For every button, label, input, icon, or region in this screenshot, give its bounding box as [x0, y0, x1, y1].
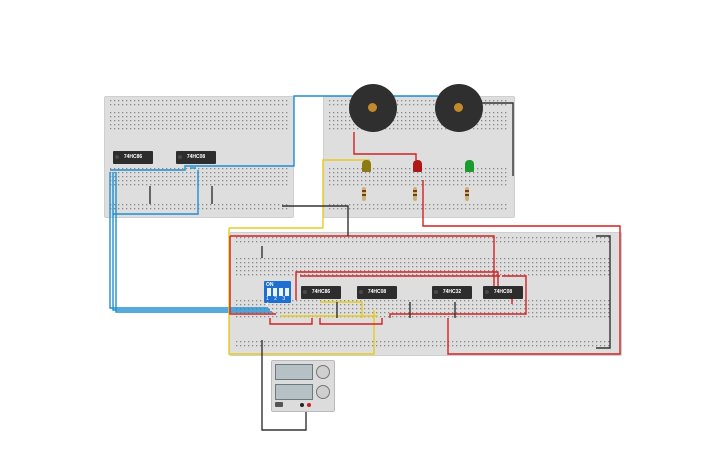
- holes-tl-upper: [110, 112, 288, 130]
- wire-yellow-3[interactable]: [228, 228, 375, 355]
- holes-main-rail-top: [236, 237, 610, 243]
- wire-red-1[interactable]: [353, 132, 417, 160]
- holes-tr-rail-bottom: [329, 204, 507, 210]
- ic-chip-e[interactable]: 74HC32: [432, 286, 472, 299]
- buzzer-left[interactable]: [349, 84, 397, 132]
- negative-terminal[interactable]: [300, 403, 304, 407]
- voltage-knob[interactable]: [316, 365, 330, 379]
- holes-main-lower: [236, 300, 610, 318]
- wire-red-8[interactable]: [389, 275, 527, 318]
- wire-blue-3[interactable]: [115, 172, 272, 313]
- breadboard-main: [229, 232, 622, 356]
- dip-toggle-4[interactable]: [285, 288, 289, 296]
- dip-toggle-3[interactable]: [279, 288, 283, 296]
- ic-chip-a[interactable]: 74HC86: [113, 151, 153, 164]
- holes-main-rail-bottom: [236, 341, 610, 347]
- holes-tl-lower: [110, 168, 288, 186]
- wire-blue-1[interactable]: [109, 172, 268, 309]
- holes-main-upper: [236, 258, 610, 276]
- wire-red-5[interactable]: [295, 271, 499, 300]
- wire-yellow-4[interactable]: [320, 301, 363, 318]
- holes-tr-lower: [329, 168, 507, 186]
- wire-red-4[interactable]: [230, 235, 495, 286]
- wire-red-2[interactable]: [422, 180, 621, 355]
- voltage-display: [275, 364, 313, 380]
- dip-toggle-2[interactable]: [273, 288, 277, 296]
- current-knob[interactable]: [316, 385, 330, 399]
- dip-toggle-1[interactable]: [267, 288, 271, 296]
- current-display: [275, 384, 313, 400]
- power-supply[interactable]: [271, 360, 335, 412]
- holes-tl-rail-top: [110, 100, 288, 106]
- wire-blue-5[interactable]: [113, 170, 199, 215]
- led-red[interactable]: [413, 160, 422, 172]
- dip-on-label: ON: [266, 282, 274, 288]
- resistor-1[interactable]: [362, 187, 366, 201]
- buzzer-right[interactable]: [435, 84, 483, 132]
- ic-chip-b[interactable]: 74HC08: [176, 151, 216, 164]
- wire-red-6[interactable]: [269, 318, 313, 325]
- led-green[interactable]: [465, 160, 474, 172]
- positive-terminal[interactable]: [307, 403, 311, 407]
- led-olive[interactable]: [362, 160, 371, 172]
- dip-position-numbers: 1 2 3 4: [266, 296, 288, 308]
- ic-chip-c[interactable]: 74HC86: [301, 286, 341, 299]
- ic-chip-f[interactable]: 74HC08: [483, 286, 523, 299]
- wire-black-1[interactable]: [473, 102, 514, 176]
- dip-switch[interactable]: ON 1 2 3 4: [264, 281, 291, 308]
- wire-red-3[interactable]: [229, 236, 276, 315]
- ic-chip-d[interactable]: 74HC08: [357, 286, 397, 299]
- resistor-2[interactable]: [413, 187, 417, 201]
- power-switch[interactable]: [275, 402, 283, 407]
- wire-black-2[interactable]: [282, 205, 349, 236]
- wire-blue-4[interactable]: [110, 165, 292, 171]
- resistor-3[interactable]: [465, 187, 469, 201]
- wire-red-7[interactable]: [319, 318, 383, 325]
- wire-black-4[interactable]: [261, 340, 307, 431]
- wire-blue-2[interactable]: [112, 172, 270, 311]
- wire-black-3[interactable]: [596, 235, 611, 349]
